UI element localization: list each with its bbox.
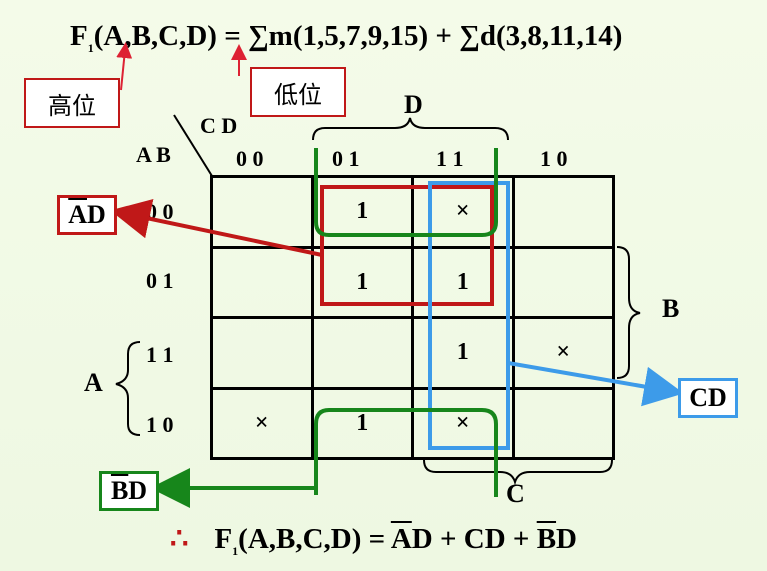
kmap-cell-r0c2: × [414, 178, 515, 249]
term-cd-text: CD [689, 383, 727, 412]
row-header-11: 1 1 [146, 342, 174, 367]
corner-diagonal [173, 114, 213, 177]
low-bit-label: 低位 [250, 67, 346, 117]
kmap-cell-r1c0 [213, 248, 314, 319]
term-ad-a: A [68, 200, 87, 229]
brace-b [616, 246, 641, 379]
kmap-cell-r0c0 [213, 178, 314, 249]
result-t3b: D [556, 523, 577, 555]
brace-d-label: D [404, 90, 423, 119]
brace-b-label: B [662, 294, 680, 323]
brace-a-label: A [84, 368, 103, 397]
karnaugh-map: 1 × 1 1 1 × × 1 × [210, 175, 615, 460]
brace-a [115, 341, 141, 436]
kmap-cell-r1c1: 1 [313, 248, 414, 319]
col-header-10: 1 0 [540, 146, 568, 171]
result-t1b: D [411, 523, 433, 555]
brace-d [312, 117, 509, 141]
arrow-cd [507, 361, 684, 407]
row-header-01: 0 1 [146, 268, 174, 293]
corner-ab-label: A B [136, 142, 171, 167]
kmap-cell-r2c1 [313, 319, 414, 390]
result-t2: CD [463, 523, 506, 555]
result-plus2: + [512, 523, 530, 555]
kmap-cell-r1c3 [514, 248, 615, 319]
kmap-cell-r2c2: 1 [414, 319, 515, 390]
row-header-10: 1 0 [146, 412, 174, 437]
high-bit-label: 高位 [24, 78, 120, 128]
term-ad-d: D [87, 200, 106, 229]
kmap-cell-r1c2: 1 [414, 248, 515, 319]
term-cd-box: CD [678, 378, 738, 418]
group-bd-green-top [314, 148, 498, 237]
kmap-cell-r0c1: 1 [313, 178, 414, 249]
f-subscript: 1 [87, 40, 94, 55]
result-f-sub: 1 [232, 543, 239, 558]
kmap-cell-r3c0: × [213, 389, 314, 460]
result-f: F [214, 523, 233, 555]
high-bit-text: 高位 [48, 91, 96, 120]
result-args: (A,B,C,D) = [238, 523, 386, 555]
col-header-11: 1 1 [436, 146, 464, 171]
term-bd-b: B [110, 476, 129, 505]
high-bit-arrow [116, 42, 133, 91]
col-header-01: 0 1 [332, 146, 360, 171]
group-cd-blue [428, 181, 510, 450]
top-formula: F1(A,B,C,D) = ∑m(1,5,7,9,15) + ∑d(3,8,11… [70, 20, 622, 56]
kmap-cell-r3c3 [514, 389, 615, 460]
result-t3a: B [536, 523, 557, 555]
kmap-cell-r0c3 [514, 178, 615, 249]
result-plus1: + [440, 523, 457, 555]
corner-cd-label: C D [200, 113, 238, 138]
group-bd-green-bottom [314, 408, 498, 497]
kmap-cell-r3c1: 1 [313, 389, 414, 460]
brace-c-label: C [506, 479, 525, 508]
therefore-symbol: ∴ [170, 523, 189, 555]
brace-c [423, 459, 613, 486]
arrow-ad [110, 199, 323, 257]
col-header-00: 0 0 [236, 146, 264, 171]
f-rhs: = ∑m(1,5,7,9,15) + ∑d(3,8,11,14) [224, 20, 623, 52]
result-formula: ∴F1(A,B,C,D) = AD + CD + BD [170, 521, 577, 559]
low-bit-text: 低位 [274, 80, 322, 109]
f-letter: F [70, 20, 88, 52]
kmap-cell-r3c2: × [414, 389, 515, 460]
kmap-cell-r2c3: × [514, 319, 615, 390]
f-args: (A,B,C,D) [93, 20, 217, 52]
kmap-cell-r2c0 [213, 319, 314, 390]
result-t1a: A [390, 523, 412, 555]
group-ad-red [320, 185, 494, 306]
term-bd-d: D [128, 476, 148, 505]
